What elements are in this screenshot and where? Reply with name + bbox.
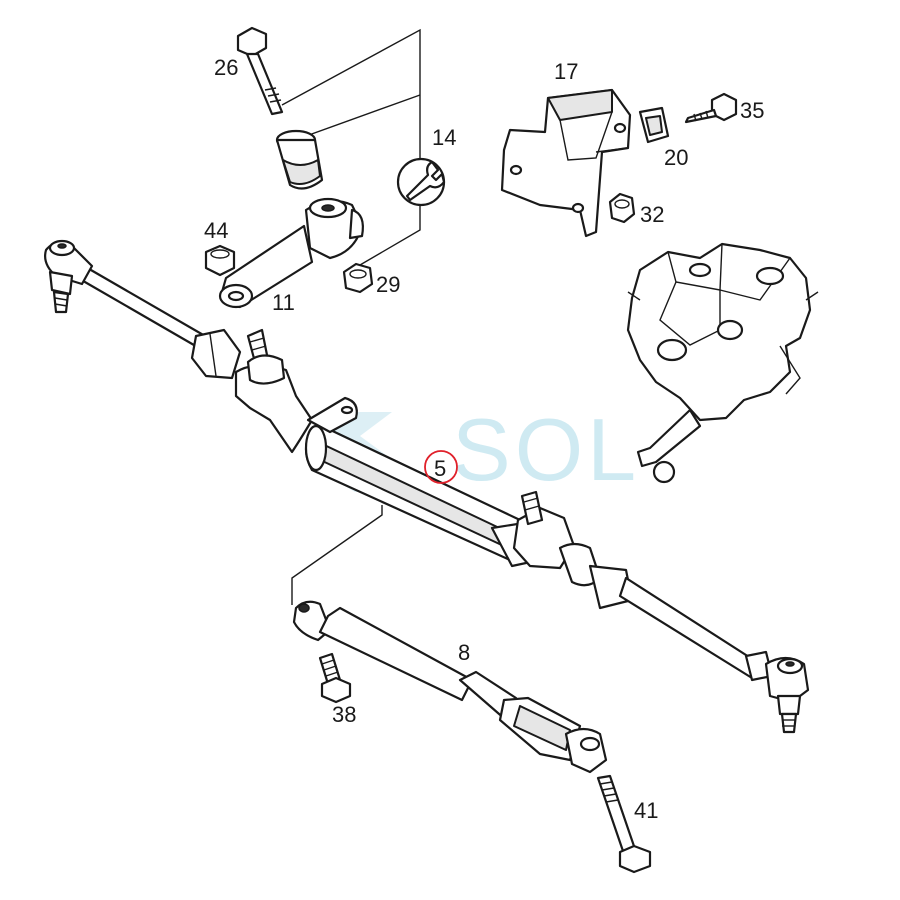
label-11: 11 [272,290,295,315]
steering-gearbox [626,242,819,484]
bolt-26 [236,26,284,116]
bushing [275,129,324,190]
bolt-41 [596,774,652,874]
steering-damper-8 [292,600,608,774]
label-41: 41 [634,798,658,823]
nut-29 [342,262,374,294]
highlight-circle-5 [424,450,458,484]
label-35: 35 [740,98,764,123]
nut-44 [204,244,236,277]
tie-rod-left [44,239,242,380]
label-17: 17 [554,59,578,84]
sol-watermark: SOL [318,400,640,499]
label-20: 20 [664,145,688,170]
watermark-text: SOL [452,400,640,499]
label-29: 29 [376,272,400,297]
part-labels: 26 14 17 35 20 32 44 29 11 5 8 38 41 [204,55,764,823]
leader-lines [281,28,421,605]
label-5: 5 [434,456,446,481]
label-26: 26 [214,55,238,80]
label-14: 14 [432,125,456,150]
clip-nut-20 [638,106,670,144]
label-38: 38 [332,702,356,727]
bracket-17 [500,88,632,238]
bolt-38 [318,652,352,704]
label-8: 8 [458,640,470,665]
screw-35 [684,92,738,124]
nut-32 [608,192,636,224]
label-44: 44 [204,218,228,243]
idler-arm-11 [218,197,364,309]
label-32: 32 [640,202,664,227]
wrench-icon [396,157,446,207]
tie-rod-right [512,490,810,734]
